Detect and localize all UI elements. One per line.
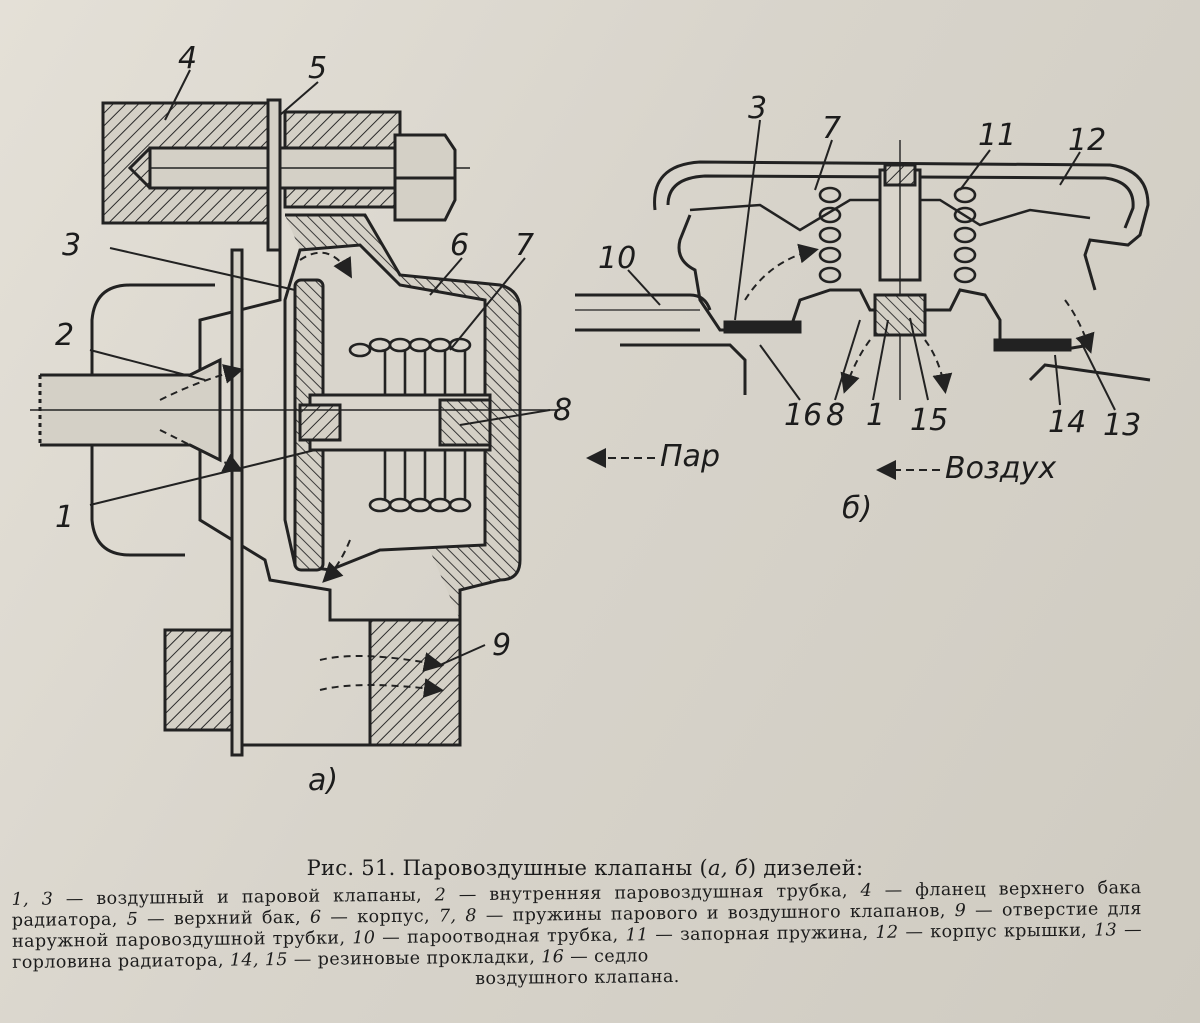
label-a-9: 9 — [492, 628, 511, 663]
legend-num: 1, 3 — [11, 889, 54, 910]
legend-text: — корпус, — [321, 906, 440, 928]
label-b-7: 7 — [822, 111, 841, 146]
label-a-2: 2 — [55, 318, 74, 353]
label-b-1: 1 — [866, 398, 885, 433]
legend-num: 6 — [309, 907, 322, 928]
legend-num: 2 — [434, 885, 447, 906]
legend-text: — запорная пружина, — [648, 922, 876, 946]
legend-num: 11 — [625, 925, 649, 946]
legend-num: 5 — [126, 909, 139, 930]
figure-legend: 1, 3 — воздушный и паровой клапаны, 2 — … — [11, 878, 1142, 995]
legend-text: — воздушный и паровой клапаны, — [53, 885, 435, 910]
label-b-12: 12 — [1068, 123, 1106, 158]
label-b-11: 11 — [978, 118, 1016, 153]
legend-text: — резиновые прокладки, — [287, 947, 542, 971]
label-a-3: 3 — [62, 228, 81, 263]
legend-num: 9 — [954, 900, 967, 922]
legend-text: — верхний бак, — [138, 907, 311, 930]
legend-num: 12 — [875, 922, 899, 943]
caption-title-prefix: Рис. 51. Паровоздушные клапаны ( — [306, 856, 709, 880]
legend-num: 4 — [860, 880, 873, 902]
legend-num: 13 — [1093, 920, 1118, 941]
label-b-10: 10 — [598, 241, 636, 276]
subfigure-a-label: а) — [308, 763, 338, 798]
legend-text: — седло — [564, 946, 649, 968]
figure-caption-title: Рис. 51. Паровоздушные клапаны (а, б) ди… — [0, 856, 1170, 880]
label-b-14: 14 — [1048, 405, 1086, 440]
legend-text: — корпус крышки, — [898, 920, 1095, 943]
caption-title-letters: а, б — [708, 856, 748, 880]
legend-text: — пароотводная трубка, — [375, 925, 626, 949]
legend-num: 16 — [541, 947, 565, 968]
label-b-15: 15 — [910, 403, 948, 438]
label-b-8: 8 — [826, 398, 845, 433]
label-b-13: 13 — [1103, 408, 1141, 443]
label-a-1: 1 — [55, 500, 74, 535]
flow-label-air: Воздух — [945, 451, 1056, 486]
label-a-5: 5 — [308, 51, 327, 86]
label-a-4: 4 — [178, 41, 197, 76]
flow-label-steam: Пар — [660, 439, 720, 474]
legend-num: 14, 15 — [229, 950, 289, 971]
label-a-6: 6 — [450, 228, 469, 263]
drawing-a — [30, 69, 655, 757]
legend-num: 7, 8 — [438, 906, 477, 927]
drawing-b — [575, 119, 1151, 480]
label-b-16: 16 — [784, 398, 822, 433]
legend-num: 10 — [352, 928, 376, 949]
valve-drawing: 4 5 3 6 7 2 8 1 9 Пар а) — [30, 41, 1151, 798]
label-a-8: 8 — [553, 393, 572, 428]
label-a-7: 7 — [515, 228, 534, 263]
subfigure-b-label: б) — [842, 491, 872, 526]
label-b-3: 3 — [748, 91, 767, 126]
caption-title-suffix: ) дизелей: — [747, 856, 864, 880]
